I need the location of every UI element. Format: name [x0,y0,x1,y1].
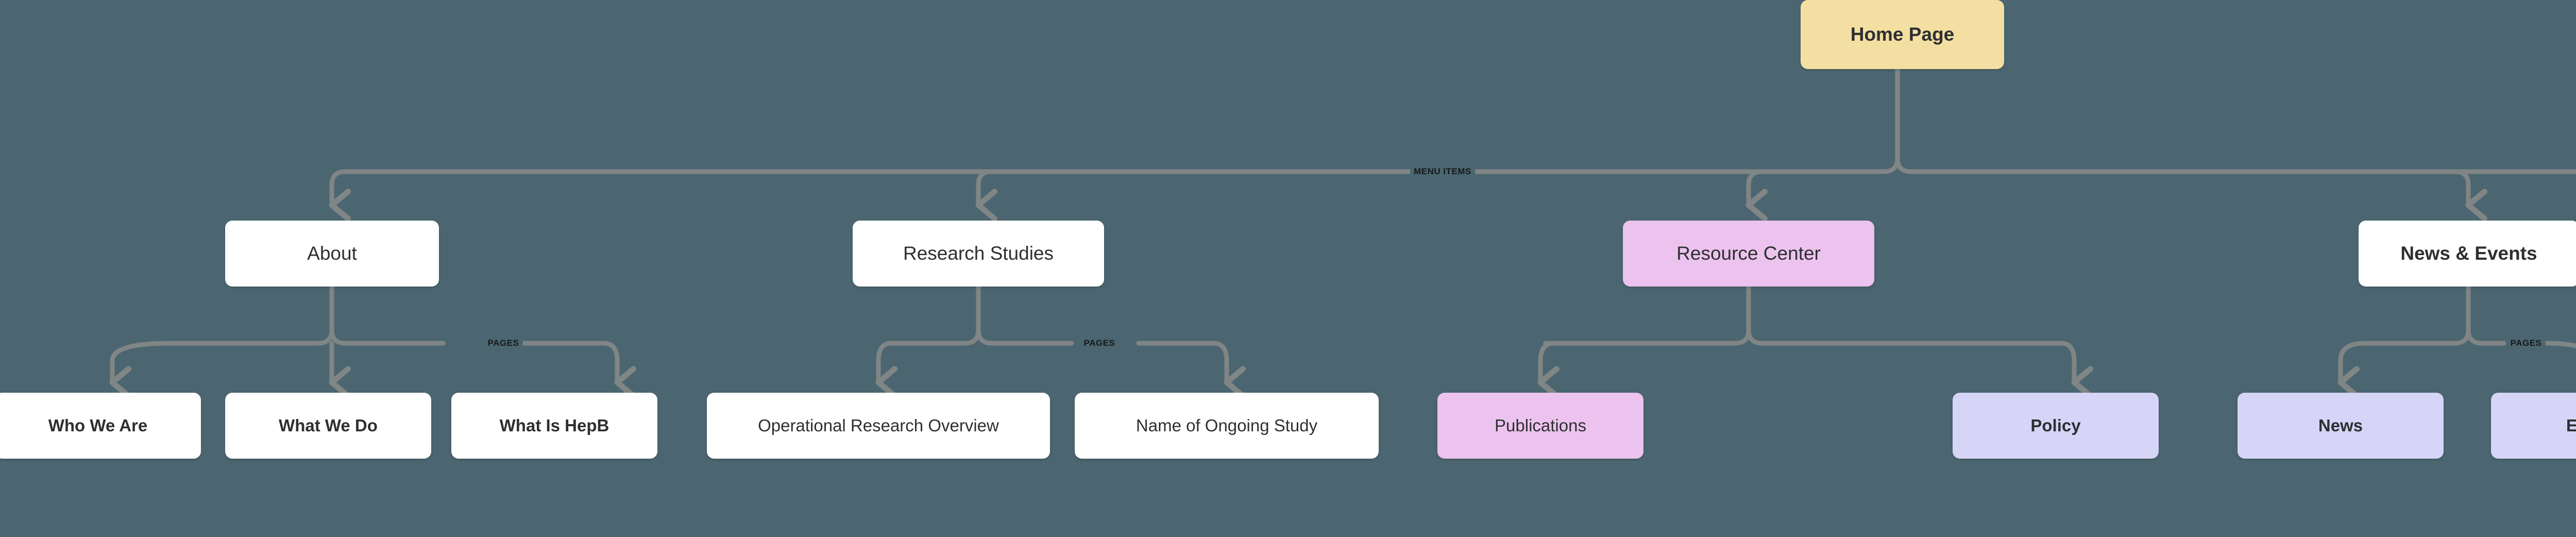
node-operational-research-overview[interactable]: Operational Research Overview [707,393,1050,459]
node-publications[interactable]: Publications [1437,393,1643,459]
edge-bus-to-about [332,169,1538,205]
edge-resource-bus-right [1746,284,2063,346]
edge-about-hepb [513,341,617,382]
edge-label-pages-research: PAGES [1080,338,1119,348]
edge-resource-publications [1540,341,1554,382]
edge-resource-policy [2058,341,2074,382]
edge-label-pages-news: PAGES [2506,338,2546,348]
edge-bus-to-invest [2259,169,2576,174]
node-home-page[interactable]: Home Page [1801,0,2004,69]
edge-about-who [112,341,173,382]
edge-research-bus-right [976,284,1074,346]
node-policy[interactable]: Policy [1953,393,2159,459]
edge-home-bus-right [1895,66,2022,174]
edge-about-bus-left [167,284,334,346]
edge-bus-to-resource [1749,169,1780,205]
edge-label-menu-items: MENU ITEMS [1410,166,1475,177]
node-resource-center[interactable]: Resource Center [1623,221,1874,287]
node-about[interactable]: About [225,221,439,287]
node-research-studies[interactable]: Research Studies [853,221,1104,287]
edge-bus-to-donate [2259,169,2576,174]
edge-home-bus-left [1775,66,1900,174]
node-what-we-do[interactable]: What We Do [225,393,431,459]
node-events[interactable]: Events [2491,393,2576,459]
edge-news-events [2543,341,2576,348]
edge-news-bus-left [2362,284,2471,346]
node-who-we-are[interactable]: Who We Are [0,393,201,459]
edge-research-overview [878,341,891,382]
edge-label-pages-about: PAGES [484,338,523,348]
edge-about-bus-right [329,284,446,346]
node-news[interactable]: News [2238,393,2444,459]
edge-research-bus-left [889,284,981,346]
edge-news-bus-right [2466,284,2506,346]
edge-bus-to-news [2259,169,2468,205]
edge-news-news [2341,341,2367,382]
node-what-is-hepb[interactable]: What Is HepB [451,393,657,459]
edge-research-ongoing [1136,341,1227,382]
node-news-events[interactable]: News & Events [2359,221,2576,287]
node-name-of-ongoing-study[interactable]: Name of Ongoing Study [1075,393,1379,459]
edge-resource-bus-left [1543,284,1751,346]
